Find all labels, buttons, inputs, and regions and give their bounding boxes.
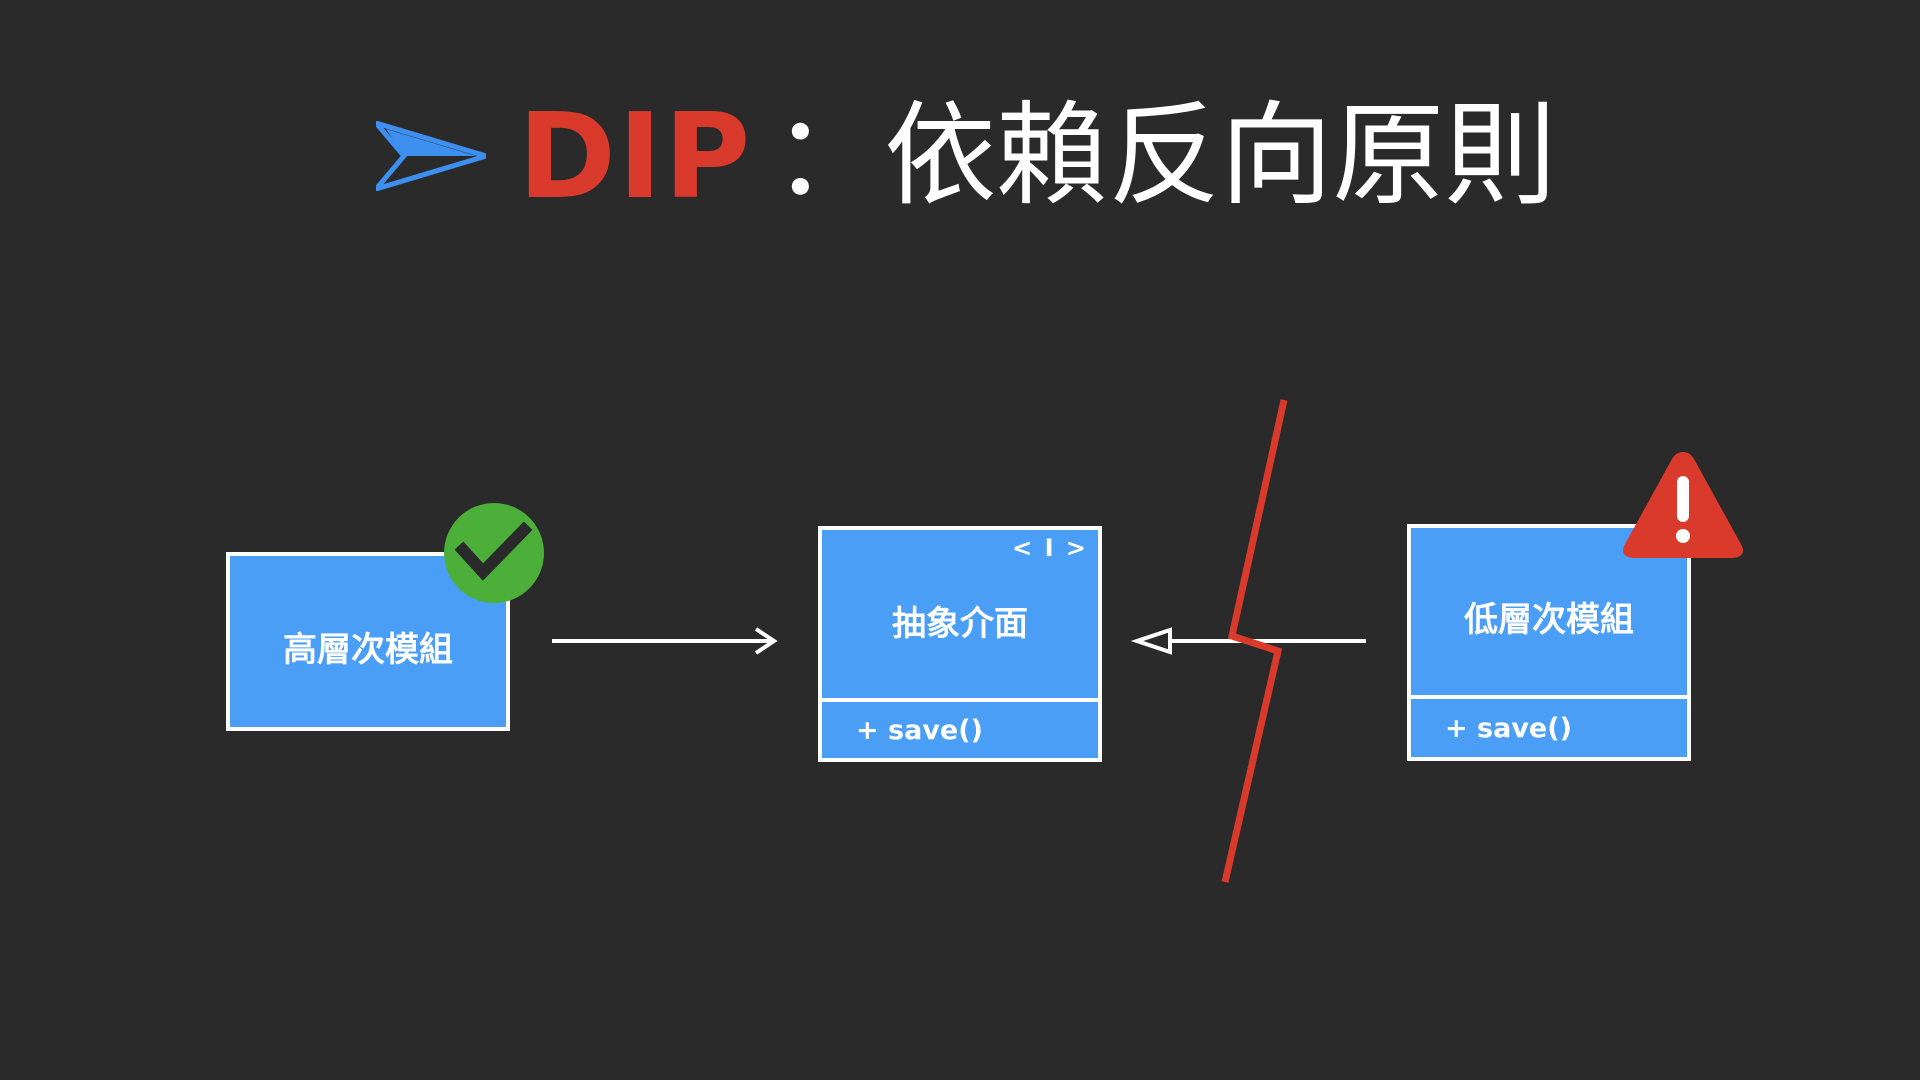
abstract-interface-box: < I > 抽象介面 + save(): [818, 526, 1102, 762]
realization-arrow: [1130, 627, 1366, 655]
abstract-interface-name: 抽象介面: [892, 604, 1028, 644]
broken-dependency-line: [1221, 399, 1288, 883]
check-circle-icon: [444, 503, 544, 603]
title-acronym: DIP: [518, 87, 753, 225]
interface-stereotype: < I >: [1012, 534, 1088, 562]
low-level-module-name: 低層次模組: [1464, 600, 1634, 640]
paper-plane-arrow-icon: [376, 121, 486, 191]
slide-title: DIP ：依賴反向原則: [376, 86, 1556, 226]
title-text: ：依賴反向原則: [772, 91, 1557, 221]
warning-triangle-icon: [1623, 452, 1743, 558]
dependency-arrow: [552, 627, 778, 655]
low-level-module-box: 低層次模組 + save(): [1407, 524, 1691, 761]
high-level-module-name: 高層次模組: [283, 630, 453, 670]
interface-method: + save(): [822, 698, 1098, 758]
low-level-module-method: + save(): [1411, 695, 1687, 757]
